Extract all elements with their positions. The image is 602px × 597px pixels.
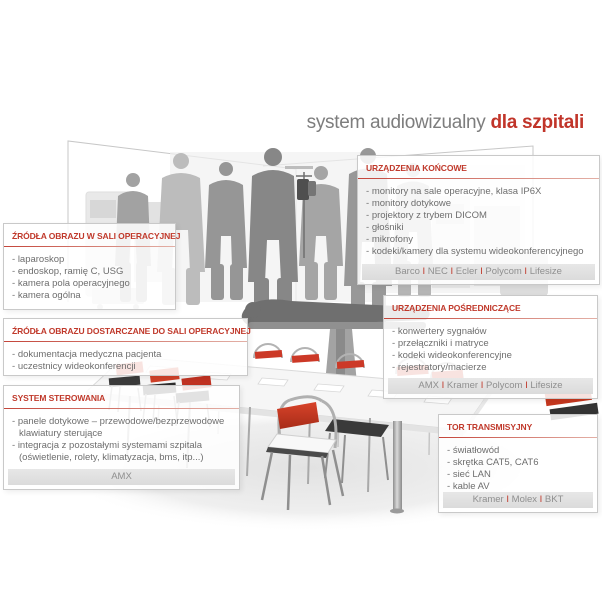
page-title-normal: system audiowizualny: [306, 112, 486, 133]
header-underline: [4, 341, 247, 342]
list-item: integracja z pozostałymi systemami szpit…: [12, 440, 231, 464]
list-item: monitory na sale operacyjne, klasa IP6X: [366, 186, 591, 198]
item-list: konwertery sygnałów przełączniki i matry…: [392, 326, 589, 374]
panel-header: ŹRÓDŁA OBRAZU DOSTARCZANE DO SALI OPERAC…: [12, 326, 251, 336]
brand-bar: Barco I NEC I Ecler I Polycom I Lifesize: [362, 264, 595, 280]
header-underline: [439, 437, 597, 438]
iv-stand: [285, 166, 316, 258]
surgeon-silhouette: [299, 166, 343, 300]
item-list: dokumentacja medyczna pacjenta uczestnic…: [12, 349, 239, 373]
list-item: rejestratory/macierze: [392, 362, 589, 374]
panel-header: ŹRÓDŁA OBRAZU W SALI OPERACYJNEJ: [12, 231, 181, 241]
panel-sources-in-or: ŹRÓDŁA OBRAZU W SALI OPERACYJNEJ laparos…: [3, 223, 181, 310]
dark-seat-chair: [324, 419, 389, 484]
header-underline: [384, 318, 597, 319]
list-item: przełączniki i matryce: [392, 338, 589, 350]
list-item: uczestnicy wideokonferencji: [12, 361, 239, 373]
panel-sources-delivered: ŹRÓDŁA OBRAZU DOSTARCZANE DO SALI OPERAC…: [3, 318, 251, 376]
table-leg-cylinder: [393, 421, 402, 510]
item-list: laparoskop endoskop, ramię C, USG kamera…: [12, 254, 167, 302]
header-underline: [4, 408, 239, 409]
header-underline: [358, 178, 599, 179]
panel-transmission-path: TOR TRANSMISYJNY światłowód skrętka CAT5…: [438, 414, 598, 513]
panel-intermediary-devices: URZĄDZENIA POŚREDNICZĄCE konwertery sygn…: [383, 295, 598, 399]
panel-terminal-devices: URZĄDZENIA KOŃCOWE monitory na sale oper…: [357, 155, 600, 285]
list-item: głośniki: [366, 222, 591, 234]
red-chair-foreground: [260, 395, 345, 511]
list-item: kodeki/kamery dla systemu wideokonferenc…: [366, 246, 591, 258]
list-item: konwertery sygnałów: [392, 326, 589, 338]
panel-header: URZĄDZENIA POŚREDNICZĄCE: [392, 303, 521, 313]
list-item: sieć LAN: [447, 469, 589, 481]
page-title: system audiowizualny dla szpitali: [306, 112, 585, 134]
list-item: dokumentacja medyczna pacjenta: [12, 349, 239, 361]
item-list: panele dotykowe – przewodowe/bezprzewodo…: [12, 416, 231, 464]
brand-bar: AMX I Kramer I Polycom I Lifesize: [388, 378, 593, 394]
list-item: projektory z trybem DICOM: [366, 210, 591, 222]
header-underline: [4, 246, 175, 247]
list-item: kamera pola operacyjnego: [12, 278, 167, 290]
list-item: laparoskop: [12, 254, 167, 266]
panel-header: URZĄDZENIA KOŃCOWE: [366, 163, 467, 173]
panel-header: TOR TRANSMISYJNY: [447, 422, 533, 432]
list-item: kamera ogólna: [12, 290, 167, 302]
list-item: panele dotykowe – przewodowe/bezprzewodo…: [12, 416, 231, 440]
brand-bar: Kramer I Molex I BKT: [443, 492, 593, 508]
list-item: mikrofony: [366, 234, 591, 246]
surgeon-silhouette: [205, 162, 247, 300]
list-item: endoskop, ramię C, USG: [12, 266, 167, 278]
list-item: światłowód: [447, 445, 589, 457]
list-item: kodeki wideokonferencyjne: [392, 350, 589, 362]
list-item: monitory dotykowe: [366, 198, 591, 210]
lead-surgeon-silhouette: [248, 148, 298, 320]
panel-header: SYSTEM STEROWANIA: [12, 393, 106, 403]
panel-control-system: SYSTEM STEROWANIA panele dotykowe – prze…: [3, 385, 240, 490]
item-list: światłowód skrętka CAT5, CAT6 sieć LAN k…: [447, 445, 589, 493]
page-title-accent: dla szpitali: [490, 112, 584, 133]
item-list: monitory na sale operacyjne, klasa IP6X …: [366, 186, 591, 258]
brand-bar: AMX: [8, 469, 235, 485]
list-item: skrętka CAT5, CAT6: [447, 457, 589, 469]
